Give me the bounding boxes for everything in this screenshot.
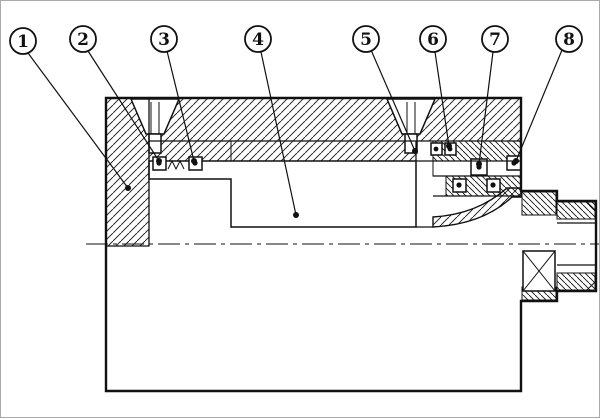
seal-ring-bottom-b <box>486 178 501 193</box>
callout-label-7: 7 <box>489 30 501 50</box>
bearing-x-box <box>522 250 556 292</box>
spring-zigzag <box>167 159 185 171</box>
callout-2: 2 <box>69 25 97 53</box>
callout-7: 7 <box>481 25 509 53</box>
top-plate-section <box>148 97 522 162</box>
seal-ring-bottom-a <box>452 178 467 193</box>
callout-label-6: 6 <box>427 30 439 50</box>
leader-lines <box>27 49 563 218</box>
shaft-bore-lines <box>557 200 597 292</box>
callout-3: 3 <box>150 25 178 53</box>
callout-8: 8 <box>555 25 583 53</box>
callout-5: 5 <box>352 25 380 53</box>
callout-label-1: 1 <box>17 32 29 52</box>
body-outline <box>104 96 598 393</box>
callout-1: 1 <box>9 27 37 55</box>
seal-ring-right-c <box>430 142 443 156</box>
callout-6: 6 <box>419 25 447 53</box>
callout-label-5: 5 <box>360 30 372 50</box>
center-sleeve-part <box>148 160 417 228</box>
callout-label-8: 8 <box>563 30 575 50</box>
callout-label-4: 4 <box>252 30 264 50</box>
callout-4: 4 <box>244 25 272 53</box>
shaft-hub-section <box>521 191 596 301</box>
callout-label-3: 3 <box>158 30 170 50</box>
callout-label-2: 2 <box>77 30 89 50</box>
